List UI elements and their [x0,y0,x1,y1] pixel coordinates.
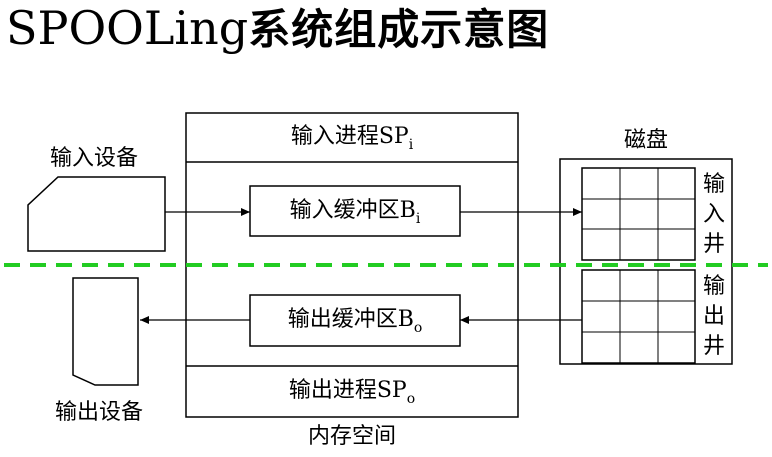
input-process-subscript: i [408,137,414,153]
output-well-char: 出 [702,304,725,329]
input-buffer-box [249,185,461,237]
memory-space-label: 内存空间 [307,424,396,449]
output-well-label: 输 出 井 [701,272,727,362]
title-chinese: 系统组成示意图 [248,5,550,54]
input-buffer-label: 输入缓冲区Bi [250,198,460,232]
output-buffer-subscript: o [413,320,423,336]
input-buffer-text: 输入缓冲区B [289,198,416,223]
output-process-subscript: o [406,391,416,407]
output-device-shape [72,277,139,386]
output-process-label: 输出进程SPo [186,378,518,412]
title-latin: SPOOLing [6,1,249,55]
output-well-char: 井 [702,334,725,359]
input-device-label: 输入设备 [50,146,139,171]
input-buffer-subscript: i [415,211,421,227]
diagram-title: SPOOLing系统组成示意图 [6,0,549,58]
input-well-grid [581,167,696,261]
input-well-char: 井 [702,232,725,257]
output-buffer-text: 输出缓冲区B [287,307,414,332]
output-well-char: 输 [702,274,725,299]
input-process-label: 输入进程SPi [186,124,518,158]
disk-box [559,158,733,365]
output-buffer-label: 输出缓冲区Bo [250,307,460,341]
input-well-char: 输 [702,172,725,197]
input-well-char: 入 [702,202,725,227]
output-well-grid [581,269,696,364]
disk-label: 磁盘 [623,128,668,153]
output-process-text: 输出进程SP [288,378,407,403]
input-device-shape [27,176,166,252]
input-process-text: 输入进程SP [290,124,409,149]
input-well-label: 输 入 井 [701,170,727,260]
output-device-label: 输出设备 [55,400,144,425]
